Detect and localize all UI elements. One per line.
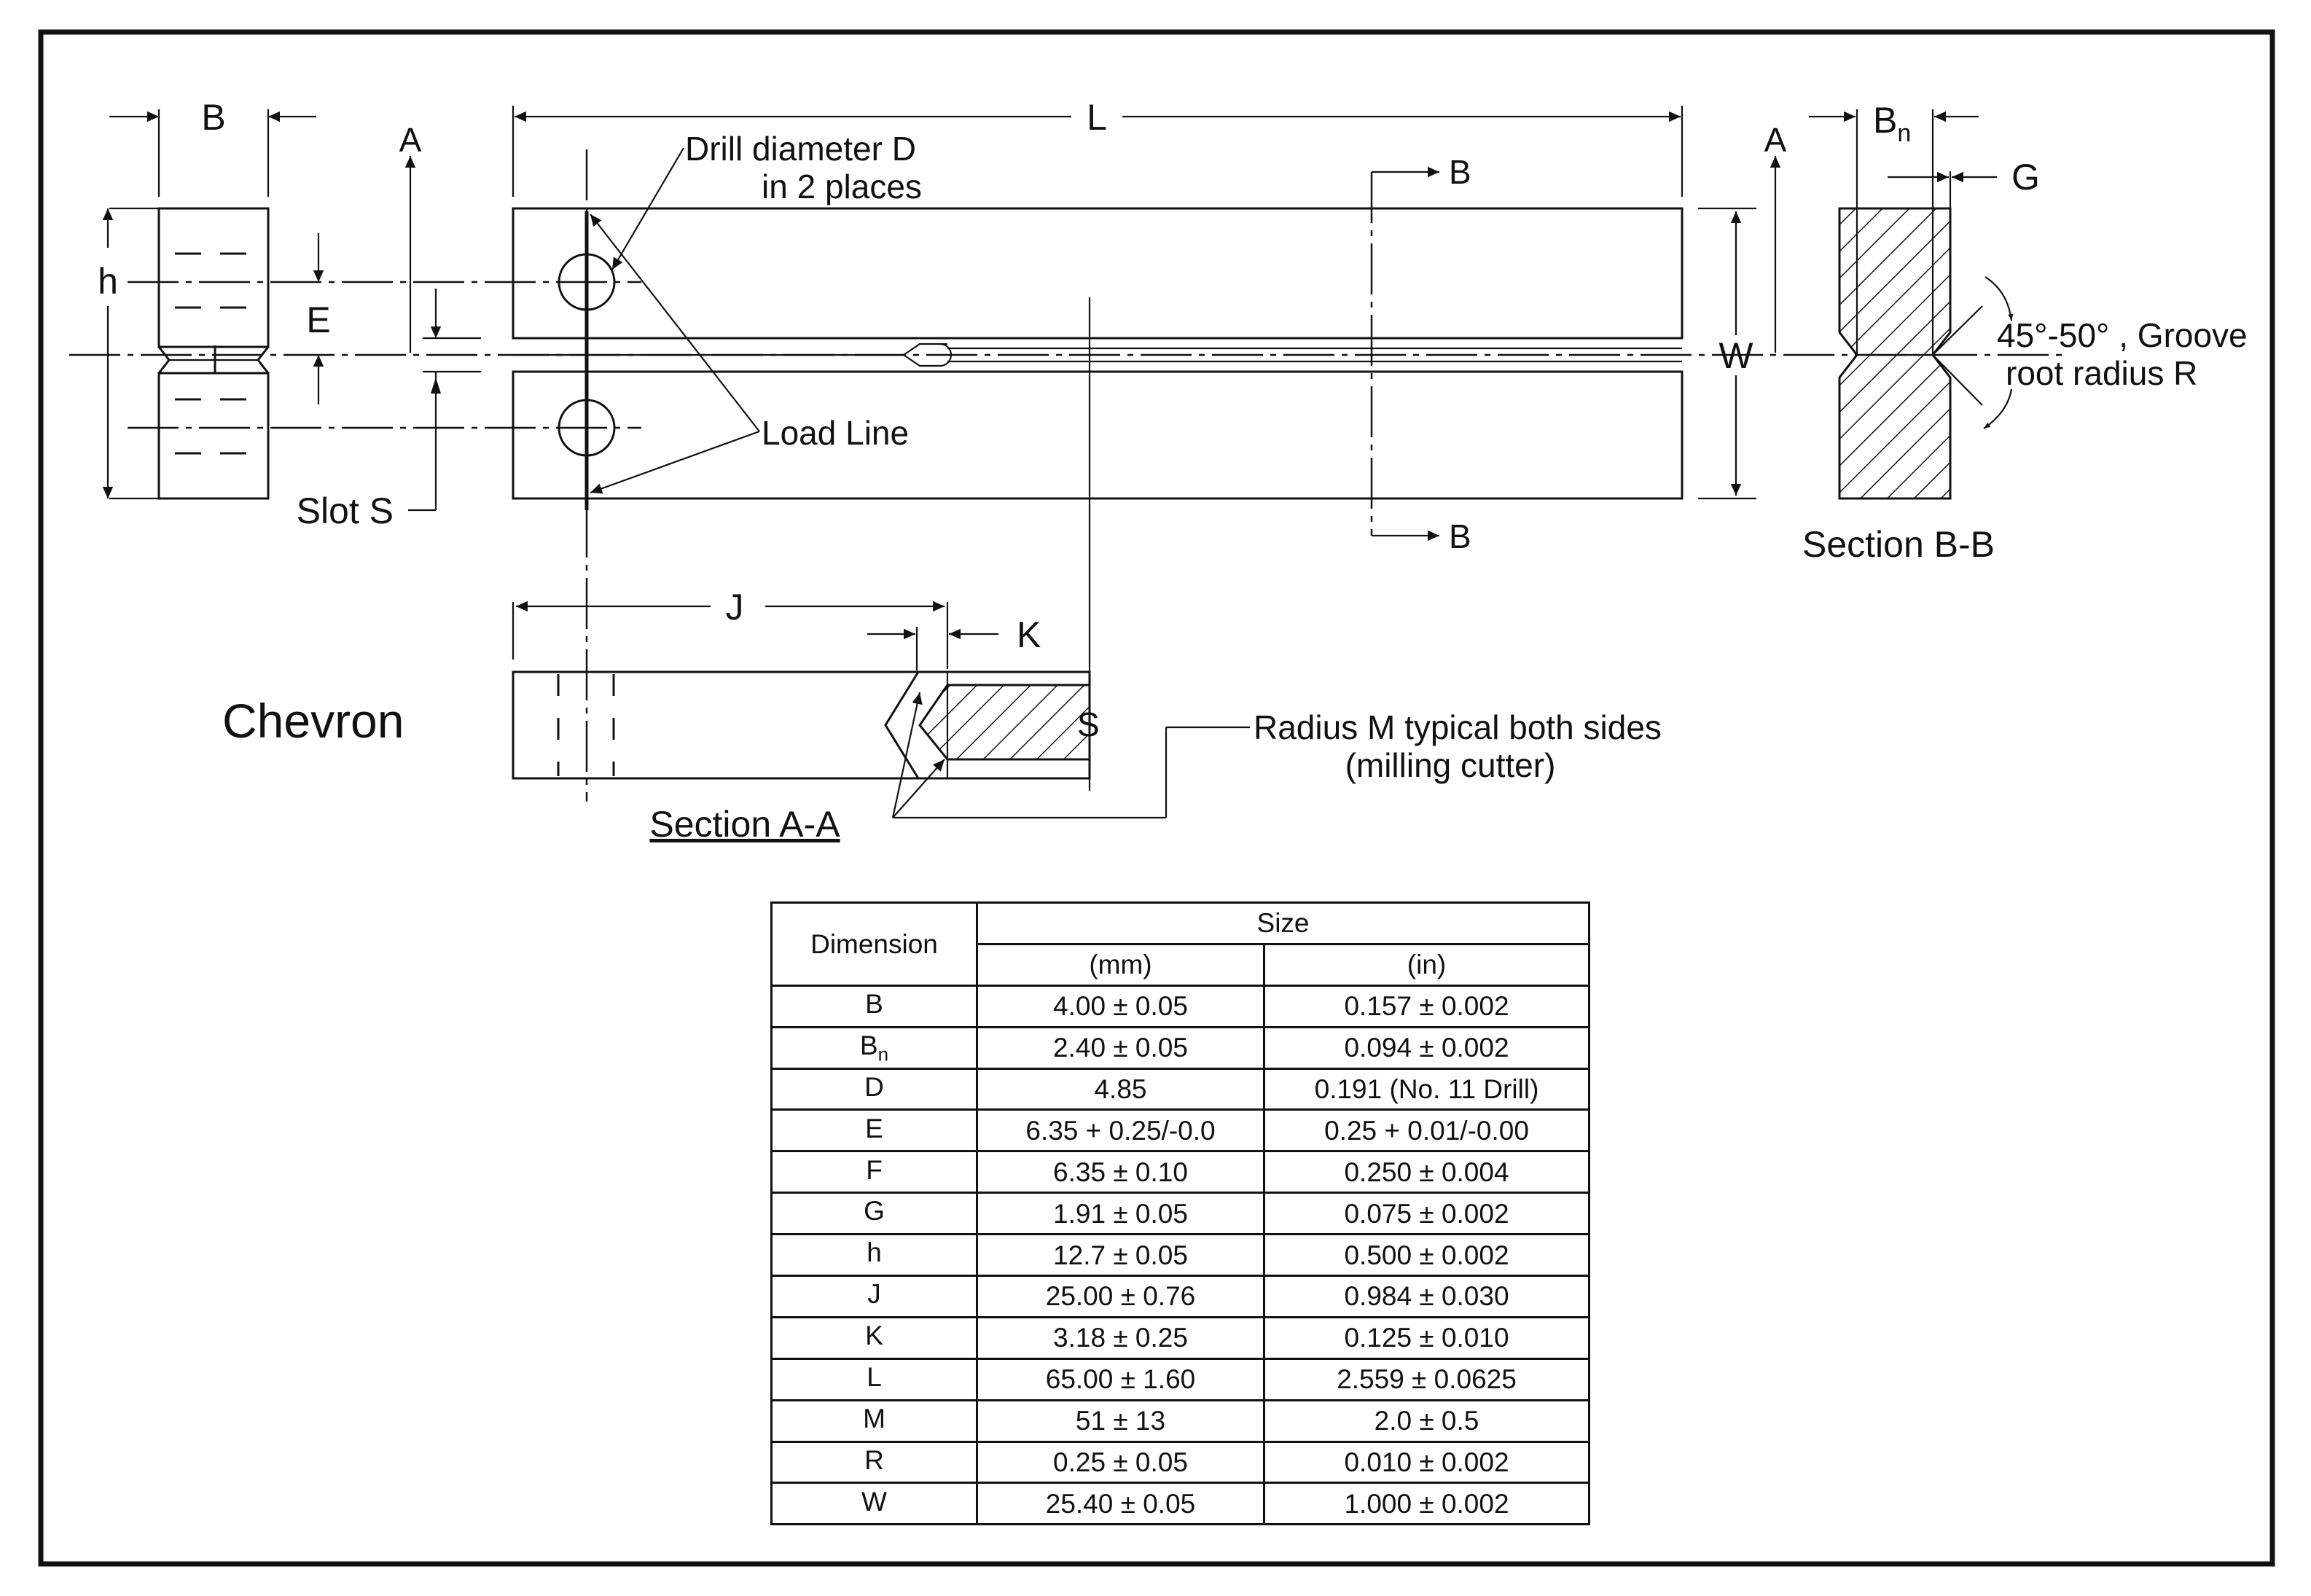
dimension-cell: B [770,984,978,1028]
bn-label: Bn [1873,100,1911,147]
end-view: B h E A Slot S [98,97,641,531]
in-cell: 0.250 ± 0.004 [1262,1150,1591,1194]
w-label: W [1718,335,1753,376]
drill-label: Drill diameter D [685,130,916,168]
mm-cell: 51 ± 13 [976,1399,1265,1443]
radius-m-label: Radius M typical both sides [1254,708,1662,746]
in-cell: 0.984 ± 0.030 [1262,1275,1591,1318]
section-b-b-title: Section B-B [1802,524,1995,565]
section-b-b: Bn G 45°-50° , Groove root radius R Sect… [1802,100,2248,565]
drill-places-label: in 2 places [762,168,922,206]
in-cell: 2.559 ± 0.0625 [1262,1357,1591,1401]
in-cell: 2.0 ± 0.5 [1262,1399,1591,1443]
dimension-cell: K [770,1315,978,1360]
mm-cell: 4.85 [976,1067,1265,1111]
dimension-cell: R [770,1440,978,1484]
dimension-cell: W [770,1482,978,1526]
in-cell: 0.25 + 0.01/-0.00 [1262,1108,1591,1153]
dimension-cell: D [770,1067,978,1111]
mm-cell: 1.91 ± 0.05 [976,1192,1265,1236]
header-unit-mm: (mm) [976,942,1265,987]
dimension-cell: G [770,1192,978,1236]
chevron-label: Chevron [222,694,404,748]
dimension-cell: J [770,1275,978,1318]
mm-cell: 25.00 ± 0.76 [976,1275,1265,1318]
j-label: J [726,587,744,627]
dimension-cell: E [770,1108,978,1153]
section-a-marker-right: A [1764,121,1787,159]
header-dimension: Dimension [770,901,978,987]
in-cell: 0.010 ± 0.002 [1262,1440,1591,1484]
angle-label: 45°-50° , Groove [1997,316,2248,354]
in-cell: 0.157 ± 0.002 [1262,984,1591,1028]
in-cell: 0.094 ± 0.002 [1262,1025,1591,1070]
in-cell: 0.125 ± 0.010 [1262,1315,1591,1360]
mm-cell: 65.00 ± 1.60 [976,1357,1265,1401]
side-view: L Drill diameter D in 2 places Load Line… [69,97,2062,802]
in-cell: 0.191 (No. 11 Drill) [1262,1067,1591,1111]
k-label: K [1017,614,1041,655]
milling-cutter-label: (milling cutter) [1345,746,1556,784]
l-label: L [1087,97,1107,138]
mm-cell: 0.25 ± 0.05 [976,1440,1265,1484]
section-a-a-title: Section A-A [649,804,840,845]
mm-cell: 6.35 ± 0.10 [976,1150,1265,1194]
drawing-frame [38,29,2275,1567]
h-label: h [98,261,118,302]
mm-cell: 25.40 ± 0.05 [976,1482,1265,1526]
in-cell: 0.500 ± 0.002 [1262,1233,1591,1278]
mm-cell: 12.7 ± 0.05 [976,1233,1265,1278]
dimension-cell: L [770,1357,978,1401]
in-cell: 0.075 ± 0.002 [1262,1192,1591,1236]
dimension-cell: F [770,1150,978,1194]
header-size: Size [975,901,1591,945]
g-label: G [2011,157,2040,197]
slot-s-label: Slot S [297,490,394,531]
e-label: E [306,300,330,340]
s-mark: S [1077,705,1100,743]
dimension-cell: h [770,1233,978,1278]
mm-cell: 2.40 ± 0.05 [976,1025,1265,1070]
in-cell: 1.000 ± 0.002 [1262,1482,1591,1526]
section-a-marker-left: A [399,121,422,159]
mm-cell: 4.00 ± 0.05 [976,984,1265,1028]
mm-cell: 3.18 ± 0.25 [976,1315,1265,1360]
mm-cell: 6.35 + 0.25/-0.0 [976,1108,1265,1153]
dimension-cell: M [770,1399,978,1443]
end-view-b-label: B [201,97,225,138]
section-b-marker-top: B [1449,153,1471,191]
header-unit-in: (in) [1262,942,1591,987]
load-line-label: Load Line [762,414,909,452]
section-b-marker-bottom: B [1449,517,1471,555]
dimension-cell: Bn [770,1025,978,1070]
root-radius-label: root radius R [2006,354,2197,392]
section-a-a: J K Chevron S Radius M typical both side… [222,587,1662,845]
